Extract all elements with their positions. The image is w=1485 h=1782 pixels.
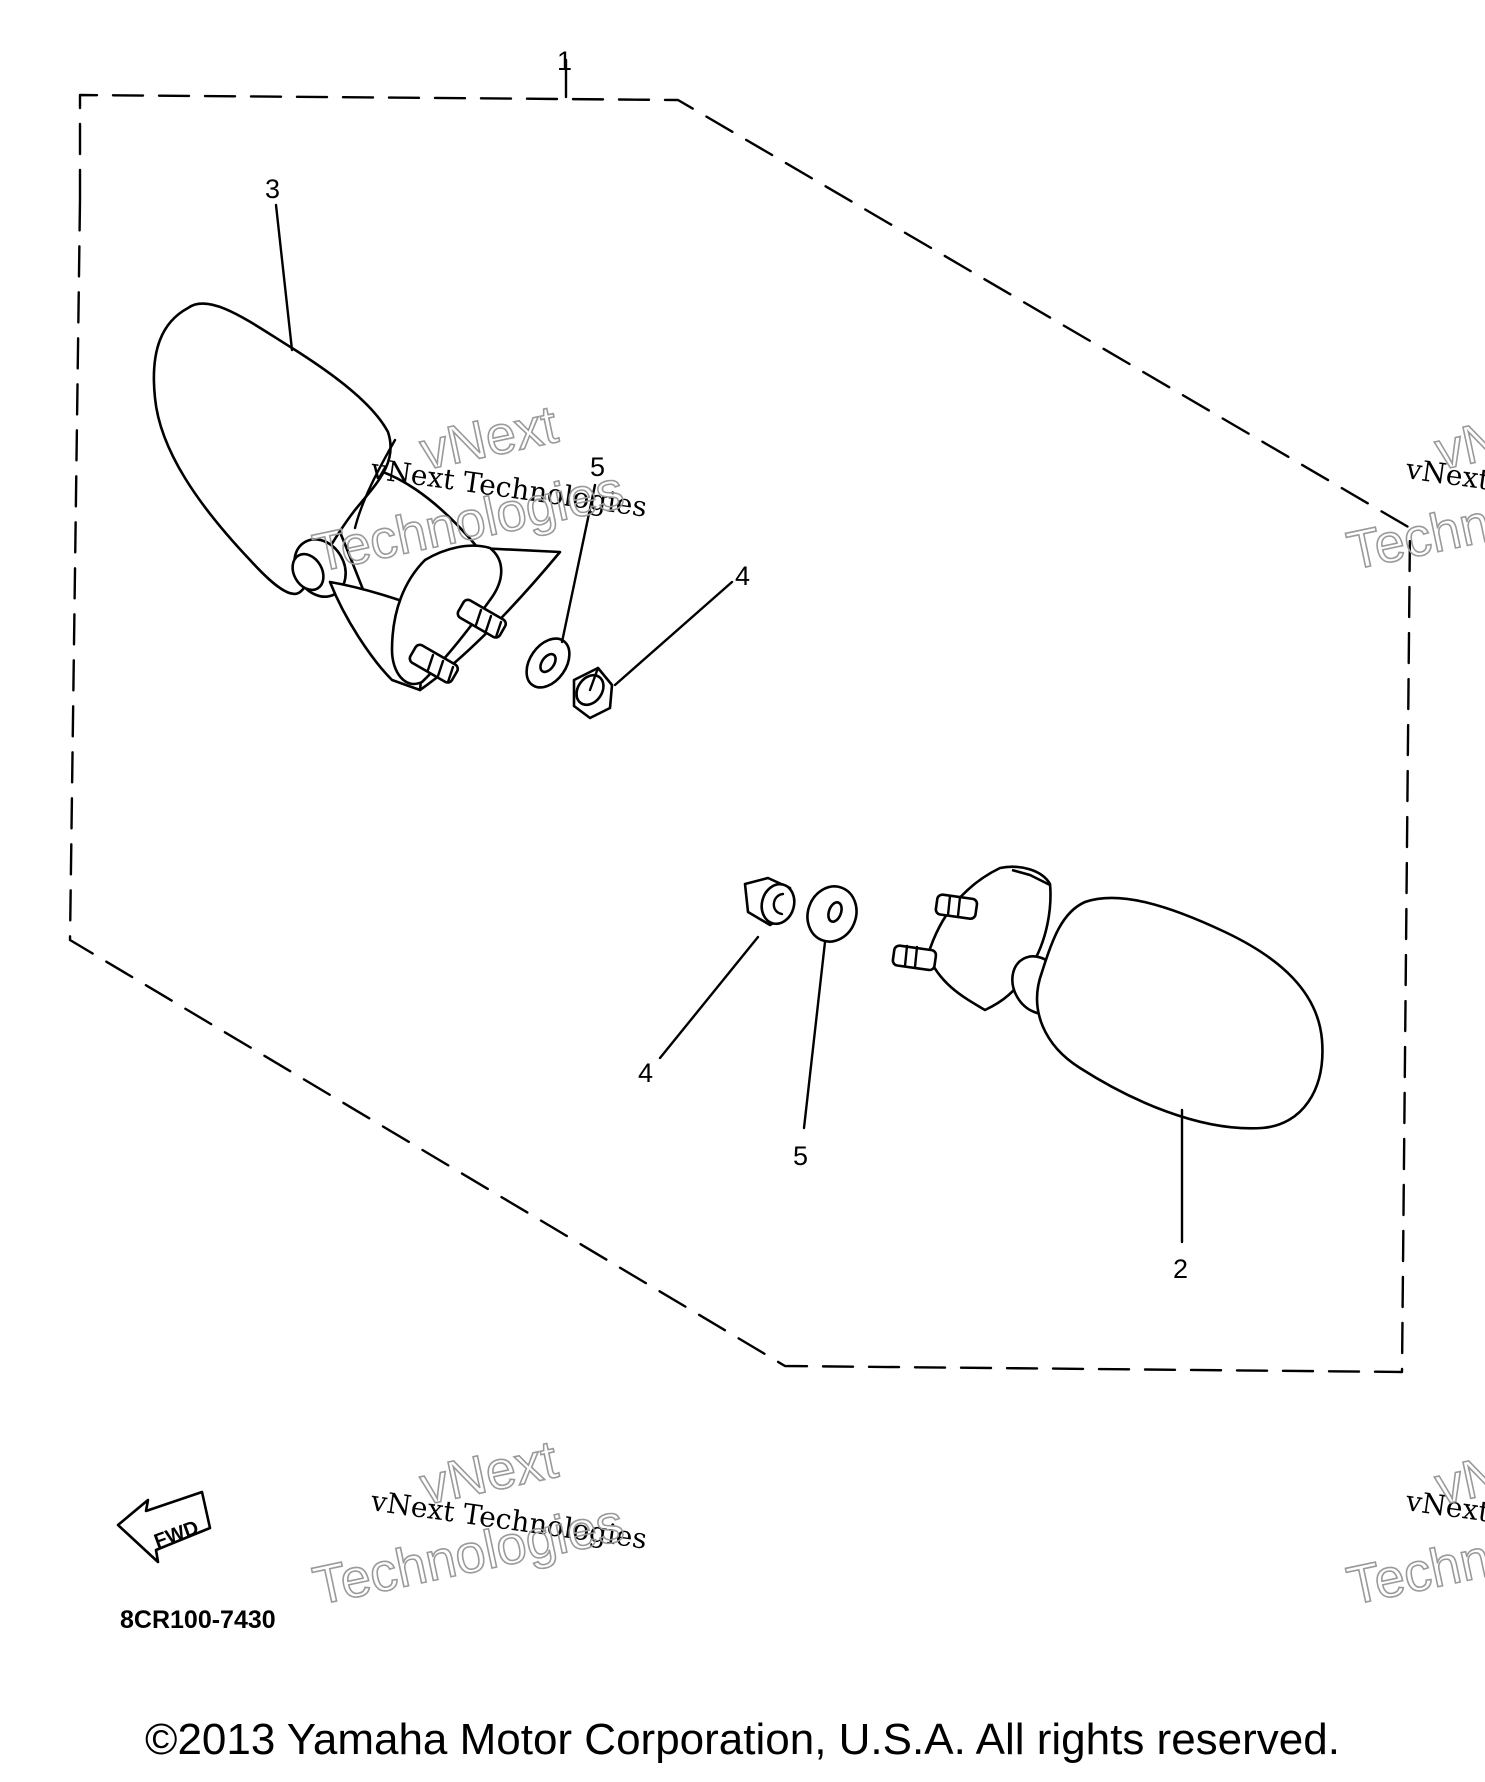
watermark-lower: vNext Technologies vNext Technologies <box>307 1429 649 1618</box>
nut-right <box>743 876 796 927</box>
mirror-right <box>891 865 1324 1130</box>
washer-left <box>525 637 571 689</box>
callout-2: 2 <box>1173 1254 1188 1284</box>
assembly-boundary <box>68 58 1412 1374</box>
watermark-outline-lower-1: vNext <box>415 1429 563 1516</box>
forward-arrow-icon: FWD <box>116 1490 212 1564</box>
callout-4-upper: 4 <box>735 561 750 591</box>
callout-4-lower: 4 <box>638 1058 653 1088</box>
stud-bolt-lower <box>408 643 460 684</box>
watermark-outline-upper-1: vNext <box>415 394 563 481</box>
callout-1: 1 <box>557 46 572 76</box>
stud-bolt-right-upper <box>934 893 979 921</box>
stud-bolt-right-lower <box>891 944 938 972</box>
watermark-right-lower: vNext Technologies vNext Technologies <box>1341 1429 1485 1618</box>
part-code: 8CR100-7430 <box>120 1606 276 1634</box>
callout-3: 3 <box>265 174 280 204</box>
leader-lines <box>274 203 1184 1244</box>
callout-5-lower: 5 <box>793 1141 808 1171</box>
watermark-right-upper: vNext Technologies vNext Technologies <box>1341 394 1485 583</box>
copyright-notice: ©2013 Yamaha Motor Corporation, U.S.A. A… <box>145 1715 1340 1764</box>
callout-5-upper: 5 <box>590 452 605 482</box>
nut-left <box>572 666 614 720</box>
washer-right <box>806 885 858 943</box>
stud-bolt-upper <box>456 598 508 639</box>
mirror-left <box>152 302 562 692</box>
